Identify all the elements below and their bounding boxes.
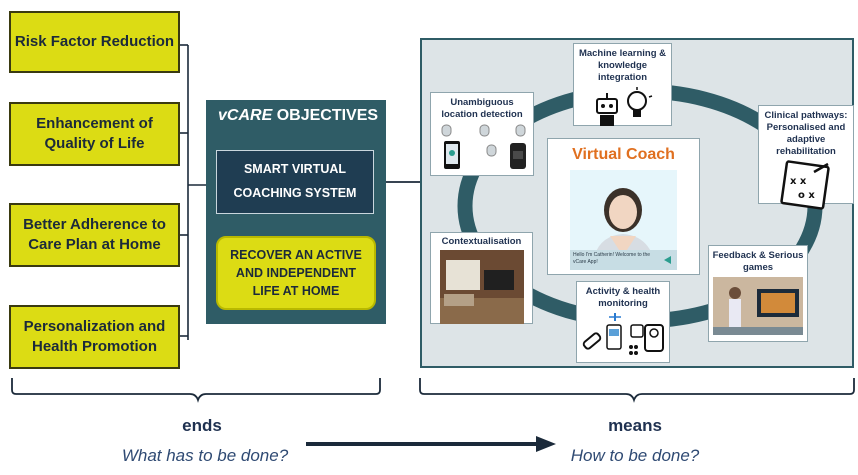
coach-speech-bar: Hello I'm Catherin! Welcome to the vCare… [570, 250, 677, 270]
virtual-coach-title: Virtual Coach [572, 146, 675, 163]
svg-text:o x: o x [798, 190, 815, 201]
card-clinical-label: Clinical pathways: Personalised and adap… [764, 110, 848, 157]
recover-line-3: LIFE AT HOME [252, 284, 340, 299]
ends-item-label: Better Adherence to Care Plan at Home [23, 215, 166, 253]
ends-item-quality-of-life: Enhancement of Quality of Life [9, 102, 180, 166]
health-devices-icon [582, 312, 664, 355]
coach-screen: Hello I'm Catherin! Welcome to the vCare… [570, 170, 677, 270]
strategy-board-icon: x x o x [780, 159, 830, 210]
card-context-label: Contextualisation [441, 236, 522, 247]
sensor-devices-icon [441, 124, 526, 169]
svg-text:x x: x x [790, 176, 807, 187]
card-activity-label: Activity & health monitoring [585, 286, 661, 309]
smart-line-2: COACHING SYSTEM [233, 186, 357, 200]
robot-lightbulb-icon [595, 86, 652, 126]
ends-bottom-bracket [11, 378, 381, 403]
objectives-title-brand: vCARE [218, 107, 273, 124]
ends-item-personalization: Personalization and Health Promotion [9, 305, 180, 369]
card-feedback-label: Feedback & Serious games [712, 250, 804, 273]
serious-games-photo [713, 276, 803, 335]
ends-item-label: Personalization and Health Promotion [23, 317, 166, 355]
recover-line-1: RECOVER AN ACTIVE [230, 247, 362, 262]
card-contextualisation: Contextualisation [430, 232, 533, 324]
card-activity-monitoring: Activity & health monitoring [576, 281, 670, 363]
recover-line-2: AND INDEPENDENT [235, 265, 357, 280]
card-feedback-games: Feedback & Serious games [708, 245, 808, 342]
speaker-icon [664, 256, 671, 264]
ends-item-risk-factor: Risk Factor Reduction [9, 11, 180, 73]
ends-label: ends [182, 416, 222, 435]
ends-question: What has to be done? [121, 446, 289, 465]
living-room-photo [439, 249, 524, 324]
card-machine-learning: Machine learning & knowledge integration [573, 43, 672, 126]
means-bottom-bracket [419, 378, 855, 403]
coach-speech-text: Hello I'm Catherin! Welcome to the vCare… [573, 252, 651, 265]
card-ml-label: Machine learning & knowledge integration [578, 48, 667, 83]
smart-coaching-box: SMART VIRTUAL COACHING SYSTEM [216, 150, 374, 214]
recover-independent-box: RECOVER AN ACTIVE AND INDEPENDENT LIFE A… [216, 236, 376, 310]
smart-line-1: SMART VIRTUAL [243, 162, 347, 177]
objectives-panel: vCARE OBJECTIVES SMART VIRTUAL COACHING … [206, 100, 386, 324]
means-question: How to be done? [570, 446, 700, 465]
ends-item-label: Risk Factor Reduction [14, 32, 175, 50]
ends-item-label: Enhancement of Quality of Life [36, 114, 153, 152]
card-clinical-pathways: Clinical pathways: Personalised and adap… [758, 105, 854, 210]
means-label: means [608, 416, 662, 435]
virtual-coach-card: Virtual Coach Hello I'm Catherin! Welcom… [547, 138, 700, 275]
objectives-title: vCARE OBJECTIVES [218, 107, 378, 125]
card-location-label: Unambiguous location detection [441, 97, 523, 120]
ends-item-adherence: Better Adherence to Care Plan at Home [9, 203, 180, 267]
card-location-detection: Unambiguous location detection [430, 92, 534, 176]
objectives-title-rest: OBJECTIVES [276, 107, 379, 124]
